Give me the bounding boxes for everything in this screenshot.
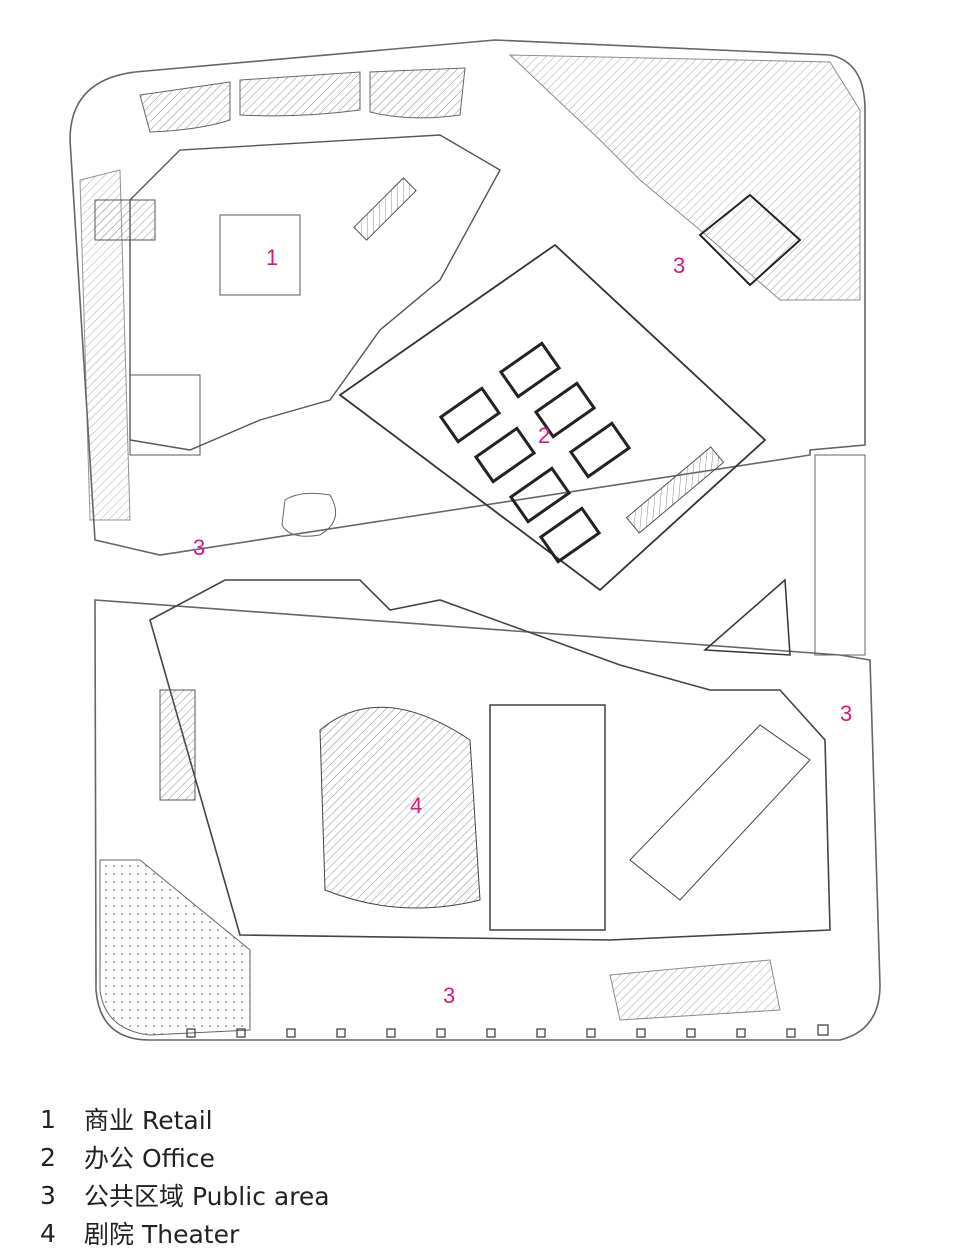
zone-label-public-e: 3 — [840, 701, 853, 726]
retail-core — [219, 214, 301, 296]
planter-west — [79, 169, 131, 521]
retail-escalator-1 — [353, 177, 417, 241]
legend: 1 商业 Retail 2 办公 Office 3 公共区域 Public ar… — [40, 1100, 640, 1252]
legend-number: 4 — [40, 1218, 56, 1248]
dotted-paving — [99, 859, 251, 1036]
legend-text: 剧院 Theater — [84, 1220, 240, 1249]
office-block — [338, 243, 767, 592]
east-strip — [814, 454, 866, 656]
ramp-ne — [629, 724, 811, 901]
planter-se — [609, 959, 781, 1021]
legend-text: 公共区域 Public area — [84, 1182, 330, 1211]
stage — [489, 704, 606, 931]
planter-north-3 — [369, 67, 466, 119]
theater-block — [149, 579, 831, 941]
zone-label-theater: 4 — [410, 793, 423, 818]
planter-north-1 — [139, 81, 231, 133]
auditorium-seating — [319, 706, 481, 909]
entrance-pavilion — [698, 193, 802, 287]
retail-core-2 — [129, 374, 201, 456]
zone-label-public-w: 3 — [193, 535, 206, 560]
planter-plaza — [281, 492, 337, 537]
zone-label-retail: 1 — [266, 245, 279, 270]
legend-number: 1 — [40, 1104, 56, 1134]
legend-item: 3 公共区域 Public area — [40, 1176, 640, 1214]
office-cores — [438, 341, 632, 564]
site-outline-south — [94, 599, 881, 1041]
west-escalators — [159, 689, 196, 801]
legend-item: 2 办公 Office — [40, 1138, 640, 1176]
floor-plan-drawing — [69, 39, 881, 1041]
zone-label-public-s: 3 — [443, 983, 456, 1008]
south-columns — [186, 1024, 829, 1038]
planter-ne — [508, 54, 861, 301]
retail-block — [129, 134, 501, 451]
zone-label-public-ne: 3 — [673, 253, 686, 278]
east-pavilion — [703, 578, 791, 656]
zone-label-office: 2 — [538, 423, 551, 448]
legend-number: 3 — [40, 1180, 56, 1210]
legend-text: 商业 Retail — [84, 1106, 213, 1135]
retail-escalator-2 — [94, 199, 156, 241]
legend-number: 2 — [40, 1142, 56, 1172]
legend-item: 1 商业 Retail — [40, 1100, 640, 1138]
legend-text: 办公 Office — [84, 1144, 215, 1173]
legend-item: 4 剧院 Theater — [40, 1214, 640, 1252]
site-outline-north — [69, 39, 866, 556]
office-escalator — [625, 446, 725, 534]
planter-north-2 — [239, 71, 361, 117]
